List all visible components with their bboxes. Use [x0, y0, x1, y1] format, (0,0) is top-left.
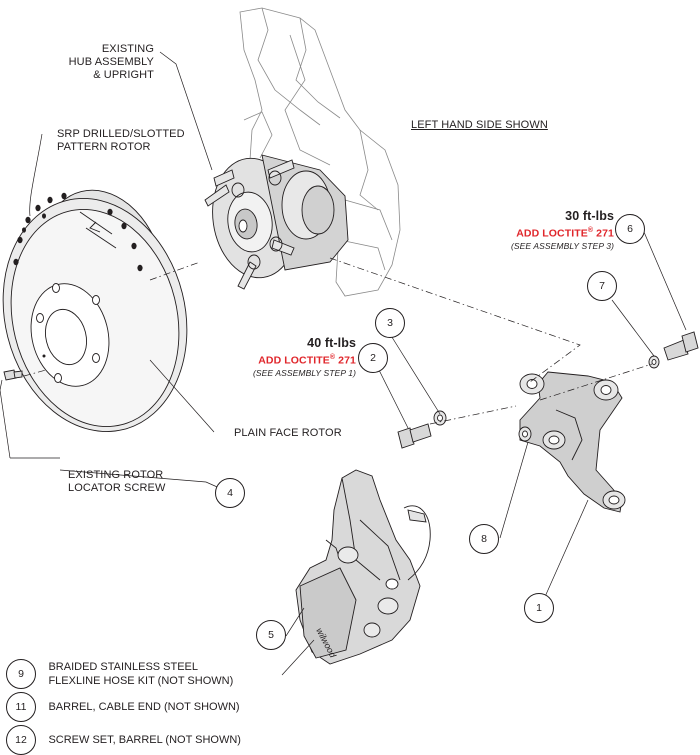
hub-label-line-2: HUB ASSEMBLY	[68, 56, 154, 68]
key-callout: 12	[6, 725, 36, 755]
srp-rotor	[2, 189, 188, 432]
caliper-bracket	[519, 371, 626, 513]
locator-label-line-2: LOCATOR SCREW	[68, 482, 166, 494]
hub-label-line-1: EXISTING	[101, 43, 154, 55]
leader-lines	[0, 51, 687, 676]
plain-face-rotor-label: PLAIN FACE ROTOR	[234, 427, 342, 439]
hub-assembly	[204, 154, 349, 290]
key-text: BRAIDED STAINLESS STEEL FLEXLINE HOSE KI…	[48, 660, 233, 688]
key-line: BRAIDED STAINLESS STEEL	[48, 661, 199, 673]
key-callout: 11	[6, 692, 36, 722]
side-shown-label: LEFT HAND SIDE SHOWN	[411, 119, 548, 131]
bolt-6	[663, 331, 699, 361]
callout-7: 7	[587, 271, 617, 301]
assembly-step-note: (SEE ASSEMBLY STEP 1)	[252, 367, 356, 378]
callout-2: 2	[358, 343, 388, 373]
loctite-prefix: ADD LOCTITE	[516, 227, 588, 240]
washer-7	[648, 355, 660, 369]
locator-label-line-1: EXISTING ROTOR	[68, 469, 164, 481]
hub-label-line-3: & UPRIGHT	[93, 69, 154, 81]
torque-value: 40 ft-lbs	[307, 336, 356, 350]
callout-8: 8	[469, 524, 499, 554]
key-text: BARREL, CABLE END (NOT SHOWN)	[48, 700, 239, 714]
key-text: SCREW SET, BARREL (NOT SHOWN)	[48, 733, 241, 747]
key-item-12: 12 SCREW SET, BARREL (NOT SHOWN)	[6, 725, 241, 755]
callout-3: 3	[375, 308, 405, 338]
bolt-2	[397, 423, 432, 449]
loctite-note: ADD LOCTITE® 271	[236, 351, 356, 368]
key-line: BARREL, CABLE END (NOT SHOWN)	[48, 701, 240, 713]
loctite-prefix: ADD LOCTITE	[258, 354, 330, 367]
assembly-axis-lines	[23, 257, 653, 425]
callout-5: 5	[256, 620, 286, 650]
washer-8	[518, 426, 532, 442]
key-callout: 9	[6, 659, 36, 689]
key-line: FLEXLINE HOSE KIT (NOT SHOWN)	[48, 675, 234, 687]
rotor-label-line-2: PATTERN ROTOR	[57, 141, 151, 153]
srp-rotor-label: SRP DRILLED/SLOTTED PATTERN ROTOR	[57, 128, 185, 154]
callout-4: 4	[215, 478, 245, 508]
key-line: SCREW SET, BARREL (NOT SHOWN)	[48, 734, 241, 746]
callout-6: 6	[615, 214, 645, 244]
loctite-suffix: 271	[335, 354, 356, 367]
key-item-9: 9 BRAIDED STAINLESS STEEL FLEXLINE HOSE …	[6, 659, 233, 689]
washer-3	[433, 410, 447, 426]
loctite-mark: ®	[329, 354, 336, 361]
key-item-11: 11 BARREL, CABLE END (NOT SHOWN)	[6, 692, 240, 722]
torque-value: 30 ft-lbs	[565, 209, 614, 223]
rotor-locator-screw	[3, 369, 23, 381]
loctite-mark: ®	[587, 227, 594, 234]
locator-screw-label: EXISTING ROTOR LOCATOR SCREW	[68, 469, 165, 495]
torque-spec-40: 40 ft-lbs ADD LOCTITE® 271 (SEE ASSEMBLY…	[236, 336, 356, 379]
torque-spec-30: 30 ft-lbs ADD LOCTITE® 271 (SEE ASSEMBLY…	[496, 209, 614, 252]
loctite-suffix: 271	[593, 227, 614, 240]
upright-ghost	[239, 7, 401, 297]
rotor-label-line-1: SRP DRILLED/SLOTTED	[57, 128, 185, 140]
caliper	[295, 469, 431, 665]
loctite-note: ADD LOCTITE® 271	[496, 224, 614, 241]
assembly-step-note: (SEE ASSEMBLY STEP 3)	[510, 240, 614, 251]
callout-1: 1	[524, 593, 554, 623]
hub-assembly-label: EXISTING HUB ASSEMBLY & UPRIGHT	[68, 43, 154, 82]
